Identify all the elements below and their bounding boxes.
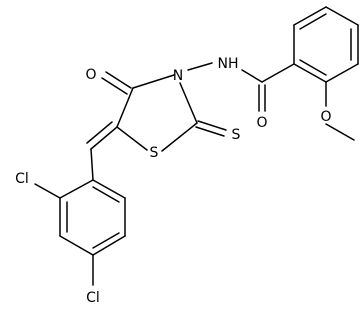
bond-dr-inner-2: [92, 232, 120, 249]
bond-c2-s-b: [195, 126, 225, 137]
atom-nh: NH: [218, 56, 239, 72]
bond-dr-4: [92, 235, 126, 256]
bond-c5-ch-b: [86, 121, 113, 144]
atom-cl-ortho: Cl: [15, 171, 29, 187]
methoxyphenyl-ring: [293, 6, 359, 83]
bond-mr-3: [325, 6, 359, 26]
bond-c2-s1: [161, 122, 198, 152]
bond-carbonyl-ring: [261, 63, 295, 83]
bond-c5-ch-a: [90, 126, 118, 150]
bond-ch-ring: [90, 148, 94, 181]
bond-mr-6: [293, 63, 327, 83]
bond-c4-n3: [132, 74, 175, 89]
atom-n-ring: N: [173, 68, 183, 84]
bond-n-nh: [187, 62, 213, 71]
bond-o-methyl: [325, 123, 355, 141]
bond-s1-c5: [116, 126, 148, 151]
chlorine-para: Cl: [86, 254, 100, 306]
methoxy-group: O: [320, 81, 355, 141]
bond-c2-s-a: [197, 120, 227, 131]
bond-n3-c2: [179, 82, 198, 124]
bond-mr-inner-3: [299, 59, 327, 76]
bond-dr-1: [59, 179, 94, 199]
thiazolidinone-ring: [116, 74, 198, 152]
bond-c4-o-a: [105, 71, 132, 89]
atom-o-methoxy: O: [320, 109, 331, 125]
bond-c4-o-b: [101, 77, 128, 95]
bond-mr-2: [293, 6, 327, 26]
dichlorophenyl-ring: [59, 179, 126, 256]
bond-ring-cl-ortho: [34, 183, 61, 199]
ketone-group: O: [85, 67, 132, 95]
bond-dr-6: [92, 179, 126, 199]
chlorine-ortho: Cl: [15, 171, 61, 199]
atom-s-thione: S: [232, 127, 241, 143]
bond-dr-3: [59, 235, 94, 256]
hydrazide-linkage: NH: [187, 56, 263, 83]
benzylidene-double-bond: [86, 121, 118, 181]
atom-s-ring: S: [150, 145, 159, 161]
atom-o-amide: O: [256, 115, 267, 131]
amide-carbonyl: O: [256, 63, 295, 131]
bond-c5-c4: [116, 87, 134, 128]
bond-nh-carbonyl: [241, 69, 263, 83]
thione-group: S: [195, 120, 241, 143]
atom-cl-para: Cl: [86, 290, 100, 306]
bond-mr-5: [325, 63, 359, 83]
bond-mr-inner-1: [299, 13, 327, 30]
bond-dr-inner-3: [92, 186, 120, 203]
atom-o-ketone: O: [85, 67, 96, 83]
